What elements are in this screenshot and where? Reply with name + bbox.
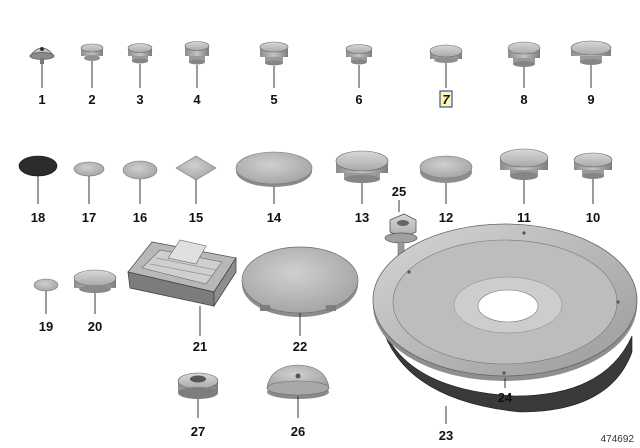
part-27-grommet[interactable] — [177, 372, 219, 399]
part-22-large-cover[interactable] — [241, 246, 359, 317]
part-11-plug[interactable] — [499, 148, 549, 180]
reference-number: 474692 — [601, 434, 635, 445]
label-13: 13 — [355, 210, 369, 225]
label-6: 6 — [355, 92, 362, 107]
part-21-jack-pad[interactable] — [127, 239, 237, 308]
part-26-domed-plug[interactable] — [266, 364, 330, 399]
label-16: 16 — [133, 210, 147, 225]
part-24-cover-plate[interactable] — [372, 223, 638, 381]
label-18: 18 — [31, 210, 45, 225]
part-10-plug[interactable] — [573, 152, 613, 179]
part-9-plug[interactable] — [570, 40, 612, 65]
part-12-flat-plug[interactable] — [419, 155, 473, 183]
label-26: 26 — [291, 424, 305, 439]
part-16-flat-disc[interactable] — [122, 160, 158, 180]
part-19-flat-disc[interactable] — [33, 278, 59, 292]
label-7-highlight — [439, 90, 453, 108]
part-15-square-patch[interactable] — [175, 155, 217, 181]
part-14-flat-disc[interactable] — [235, 151, 313, 187]
part-6-plug[interactable] — [345, 44, 373, 65]
label-19: 19 — [39, 319, 53, 334]
label-3: 3 — [136, 92, 143, 107]
part-8-plug[interactable] — [507, 41, 541, 67]
part-7-plug[interactable] — [429, 44, 463, 63]
label-20: 20 — [88, 319, 102, 334]
part-4-plug[interactable] — [184, 41, 210, 65]
label-23: 23 — [439, 428, 453, 443]
label-7: 7 — [442, 92, 450, 107]
label-10: 10 — [586, 210, 600, 225]
label-21: 21 — [193, 339, 207, 354]
label-17: 17 — [82, 210, 96, 225]
label-9: 9 — [587, 92, 594, 107]
part-18-black-disc[interactable] — [18, 155, 58, 177]
label-12: 12 — [439, 210, 453, 225]
label-1: 1 — [38, 92, 45, 107]
label-24: 24 — [498, 390, 513, 405]
label-15: 15 — [189, 210, 203, 225]
label-22: 22 — [293, 339, 307, 354]
part-25-nut[interactable] — [384, 213, 418, 271]
part-17-flat-disc[interactable] — [73, 161, 105, 177]
label-14: 14 — [267, 210, 282, 225]
part-1-push-rivet[interactable] — [29, 47, 55, 64]
label-25: 25 — [392, 184, 406, 199]
label-8: 8 — [520, 92, 527, 107]
part-5-plug[interactable] — [259, 41, 289, 66]
label-4: 4 — [193, 92, 201, 107]
part-13-plug[interactable] — [335, 150, 389, 183]
part-20-plug[interactable] — [73, 269, 117, 293]
label-2: 2 — [88, 92, 95, 107]
label-27: 27 — [191, 424, 205, 439]
part-2-plug[interactable] — [80, 43, 104, 61]
part-3-plug[interactable] — [127, 43, 153, 64]
part-23-seal-ring[interactable] — [379, 319, 633, 413]
label-11: 11 — [517, 210, 531, 225]
label-5: 5 — [270, 92, 277, 107]
